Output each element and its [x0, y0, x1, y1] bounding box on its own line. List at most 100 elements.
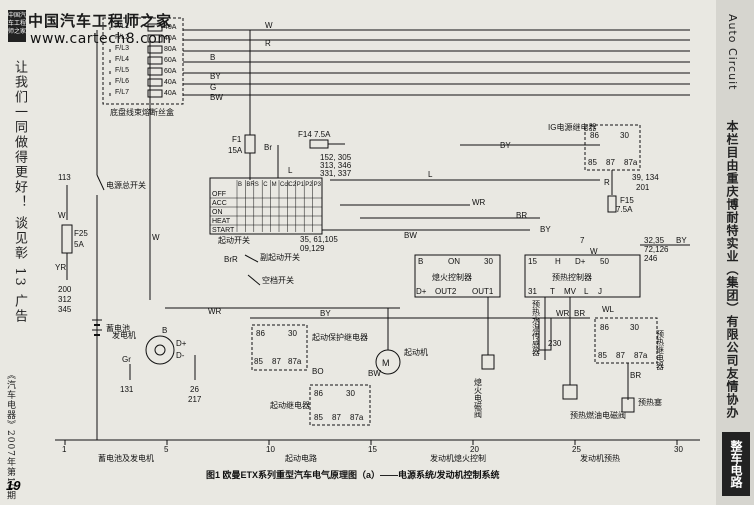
ph-relay-pin-87: 87 [616, 351, 625, 360]
right-sidebar [716, 0, 754, 505]
ignition-terminal: C2 [288, 182, 296, 188]
preheat-valve-label: 预热燃油电磁阀 [570, 410, 626, 420]
sp-relay-pin-87: 87 [272, 357, 281, 366]
fo-pin-OUT2: OUT2 [435, 287, 457, 296]
fuse-symbol-icon [147, 34, 163, 43]
wire-WL: WL [602, 305, 615, 314]
preheat-plug-label: 预热塞 [638, 397, 662, 407]
coolant-sensor-label: 预热水温传感器 [532, 299, 541, 357]
wire-Br: Br [264, 143, 272, 152]
fuse-rating: 60A [164, 68, 177, 75]
ref-preheat-1: 32,35 [644, 236, 665, 245]
gen-term-Dplus: D+ [176, 339, 187, 348]
fuse-rating: 40A [164, 35, 177, 42]
start-protect-relay-label: 起动保护继电器 [312, 332, 368, 342]
sp-relay-pin-87a: 87a [288, 357, 302, 366]
fo-pin-B: B [418, 257, 423, 266]
generator: 发电机 B D+ D- Gr 131 26 217 [112, 326, 202, 404]
fuse-name: F/L1 [115, 23, 129, 30]
magazine-issue: 《汽车电器》2007年第10期 [5, 370, 15, 501]
sp-relay-pin-85: 85 [254, 357, 263, 366]
flameout-controller-label: 熄火控制器 [432, 272, 472, 282]
wire-BW-ph: WR [556, 309, 570, 318]
ph-pin-MV: MV [564, 287, 577, 296]
fuse-symbol-icon [147, 23, 163, 32]
svg-text:M: M [382, 358, 390, 368]
gen-term-Dminus: D- [176, 351, 185, 360]
ph-pin-T: T [550, 287, 555, 296]
ignition-terminal: BR [246, 182, 255, 188]
wire-BR-plug: BR [630, 371, 641, 380]
section-tag: 整车电路 [722, 432, 750, 496]
ref-200: 200 [58, 285, 72, 294]
ignition-terminal: P3 [314, 182, 322, 188]
left-slogan: 让我们一同做得更好！ 谈见彰 13 广告 [12, 60, 27, 324]
wire-BY-ph: BY [540, 225, 551, 234]
generator-label: 发电机 [112, 330, 136, 340]
site-logo[interactable]: 中国汽车工程师之家 中国汽车工程师之家 www.cartech8.com [4, 4, 214, 48]
logo-title: 中国汽车工程师之家 [28, 12, 173, 30]
st-relay-pin-87: 87 [332, 413, 341, 422]
ref-113: 113 [58, 173, 71, 182]
wire-BY-1: BY [500, 141, 511, 150]
wire-G-top: G [210, 83, 216, 92]
fuse-rating: 40A [164, 90, 177, 97]
sub-start-switch-label: 副起动开关 [260, 252, 300, 262]
starter-motor: M 起动机 BW [368, 308, 428, 378]
ref-f14-3: 331, 337 [320, 169, 352, 178]
wire-L-2: L [428, 170, 433, 179]
preheat-controller: 预热控制器 15 H D+ 50 31 T MV L J 7 BY W 预热水温… [524, 225, 662, 420]
st-relay-pin-30: 30 [346, 389, 355, 398]
wire-W-left: W [58, 211, 66, 220]
wire-BY-3: BY [676, 236, 687, 245]
relays: IG电源继电器 86 30 85 87 87a R 39, 134 201 F1… [251, 122, 665, 426]
axis-tick-label: 20 [470, 445, 479, 454]
fuse-name: F/L6 [115, 78, 129, 85]
ph-pin-L: L [584, 287, 589, 296]
start-switch-label: 起动开关 [218, 235, 250, 245]
fo-pin-Dplus: D+ [416, 287, 427, 296]
wire-R-ig: R [604, 178, 610, 187]
ref-217: 217 [188, 395, 202, 404]
ph-pin-H: H [555, 257, 561, 266]
sp-relay-pin-86: 86 [256, 329, 265, 338]
battery-label: 蓄电池 [106, 323, 130, 333]
logo-badge-icon: 中国汽车工程师之家 [8, 10, 26, 42]
ignition-terminal: B [238, 182, 242, 188]
axis-tick-label: 10 [266, 445, 275, 454]
ph-pin-31: 31 [528, 287, 537, 296]
ph-pin-Dplus: D+ [575, 257, 586, 266]
ig-relay-label: IG电源继电器 [548, 122, 596, 132]
ref-start-1: 35, 61,105 [300, 235, 338, 244]
ref-preheat-3: 246 [644, 254, 658, 263]
fuse-name: F/L3 [115, 45, 129, 52]
bus-lines: W R B BY G BW [183, 21, 690, 102]
axis-tick-label: 25 [572, 445, 581, 454]
fuse-rating: 40A [164, 79, 177, 86]
ph-relay-pin-86: 86 [600, 323, 609, 332]
ref-230: 230 [548, 339, 562, 348]
figure-caption: 图1 欧曼ETX系列重型汽车电气原理图（a）——电源系统/发动机控制系统 [206, 470, 500, 480]
wire-BY-top: BY [210, 72, 221, 81]
fuse-f1-label: F1 [232, 135, 242, 144]
axis-tick-label: 30 [674, 445, 683, 454]
wire-BW-fo: BW [404, 231, 417, 240]
section-preheat: 发动机预热 [580, 453, 620, 463]
fuse-name: F/L4 [115, 56, 129, 63]
fuse-name: F/L5 [115, 67, 129, 74]
preheat-relay-label: 预热继电器 [656, 329, 665, 371]
axis-tick-label: 1 [62, 445, 67, 454]
fuse-f15-rating: 7.5A [616, 205, 633, 214]
logo-url[interactable]: www.cartech8.com [30, 31, 172, 47]
wire-W-top: W [265, 21, 273, 30]
fuse-f1-rating: 15A [228, 146, 243, 155]
axis-tick-label: 15 [368, 445, 377, 454]
ignition-terminal: Ccl [280, 182, 289, 188]
ph-pin-15: 15 [528, 257, 537, 266]
neutral-switch-label: 空档开关 [262, 275, 294, 285]
fo-pin-30: 30 [484, 257, 493, 266]
wire-BY-2: BY [320, 309, 331, 318]
